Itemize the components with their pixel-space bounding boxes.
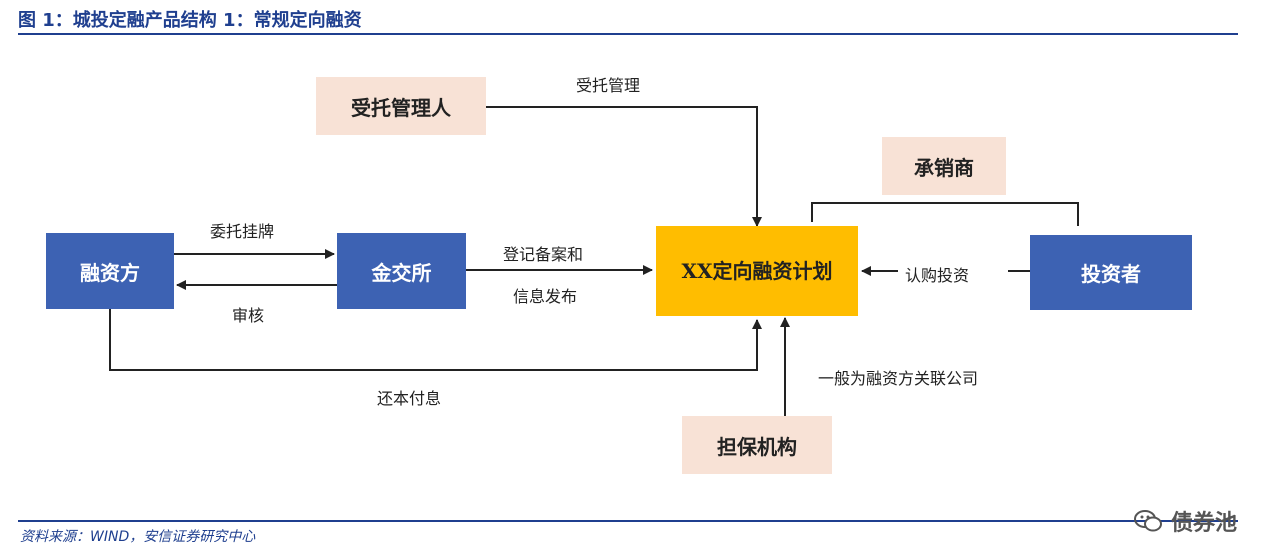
bottom-divider <box>18 520 1238 522</box>
watermark: 债券池 <box>1133 505 1237 537</box>
node-exchange: 金交所 <box>337 233 466 309</box>
node-financier: 融资方 <box>46 233 174 309</box>
watermark-text: 债券池 <box>1170 511 1237 536</box>
arrow-trustee-to-product <box>486 106 762 227</box>
node-investor: 投资者 <box>1030 235 1192 310</box>
source-note: 资料来源：WIND，安信证券研究中心 <box>20 529 256 545</box>
label-entrust-listing: 委托挂牌 <box>210 222 275 241</box>
node-trustee: 受托管理人 <box>316 77 486 135</box>
label-subscribe: 认购投资 <box>905 266 970 285</box>
underwriter-bracket <box>811 202 1079 226</box>
node-underwriter: 承销商 <box>882 137 1006 195</box>
arrow-repay-to-product <box>109 309 762 371</box>
label-register-line2: 信息发布 <box>513 287 578 306</box>
label-guarantor-note: 一般为融资方关联公司 <box>818 369 979 388</box>
wechat-icon <box>1133 510 1162 532</box>
label-review: 审核 <box>232 306 265 325</box>
node-product: XX定向融资计划 <box>656 226 858 316</box>
label-register-line1: 登记备案和 <box>503 245 584 264</box>
label-trust-management: 受托管理 <box>576 76 641 95</box>
figure-title: 图 1：城投定融产品结构 1：常规定向融资 <box>18 10 362 31</box>
label-repay: 还本付息 <box>377 389 442 408</box>
top-divider <box>18 33 1238 35</box>
node-guarantor: 担保机构 <box>682 416 832 474</box>
